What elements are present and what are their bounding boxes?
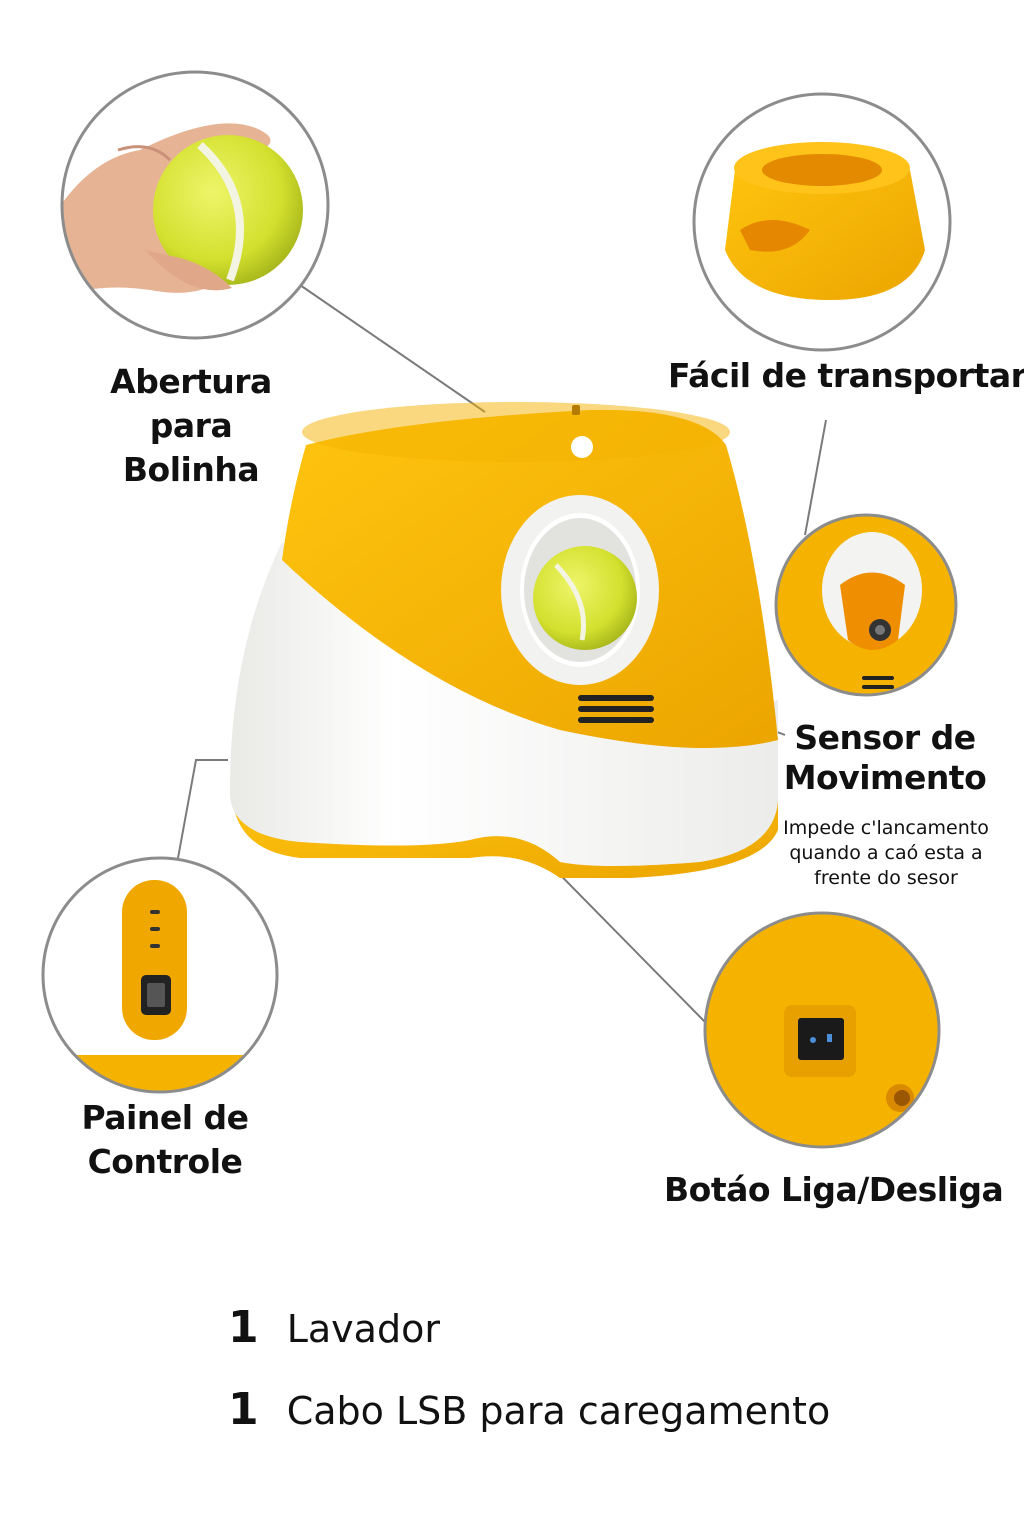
accessory-item: 1 Cabo LSB para caregamento [228, 1384, 830, 1435]
callout-ball-opening-line1: Abertura para [110, 362, 272, 445]
accessory-label: Lavador [286, 1307, 440, 1351]
motion-sensor-description: Impede c'lancamento quando a caó esta a … [766, 816, 1006, 891]
ball-launcher [229, 402, 779, 878]
callout-control-panel: Painel de Controle [60, 1096, 270, 1184]
callout-motion-sensor: Sensor de Movimento [780, 718, 990, 798]
callout-motion-sensor-line1: Sensor de [794, 718, 976, 757]
callout-power-button: Botáo Liga/Desliga [664, 1170, 1004, 1209]
motion-sensor-desc-line2: quando a caó esta a [789, 842, 983, 864]
accessory-item: 1 Lavador [228, 1302, 440, 1353]
motion-sensor-desc-line1: Impede c'lancamento [783, 817, 989, 839]
detail-circle-motion-sensor [774, 513, 958, 697]
callout-easy-transport: Fácil de transportar [668, 356, 1024, 395]
accessory-qty: 1 [228, 1302, 259, 1353]
callout-control-panel-line2: Controle [87, 1142, 243, 1181]
detail-circle-control-panel [41, 856, 279, 1094]
detail-circle-easy-transport [692, 92, 952, 352]
accessory-label: Cabo LSB para caregamento [286, 1389, 831, 1433]
callout-control-panel-line1: Painel de [81, 1098, 249, 1137]
motion-sensor-desc-line3: frente do sesor [814, 867, 958, 889]
detail-circle-power-button [703, 911, 941, 1149]
callout-motion-sensor-line2: Movimento [783, 758, 987, 797]
detail-circle-ball-opening [60, 70, 330, 340]
callout-ball-opening-line2: Bolinha [122, 450, 260, 489]
accessory-qty: 1 [228, 1384, 259, 1435]
callout-ball-opening: Abertura para Bolinha [66, 360, 316, 492]
